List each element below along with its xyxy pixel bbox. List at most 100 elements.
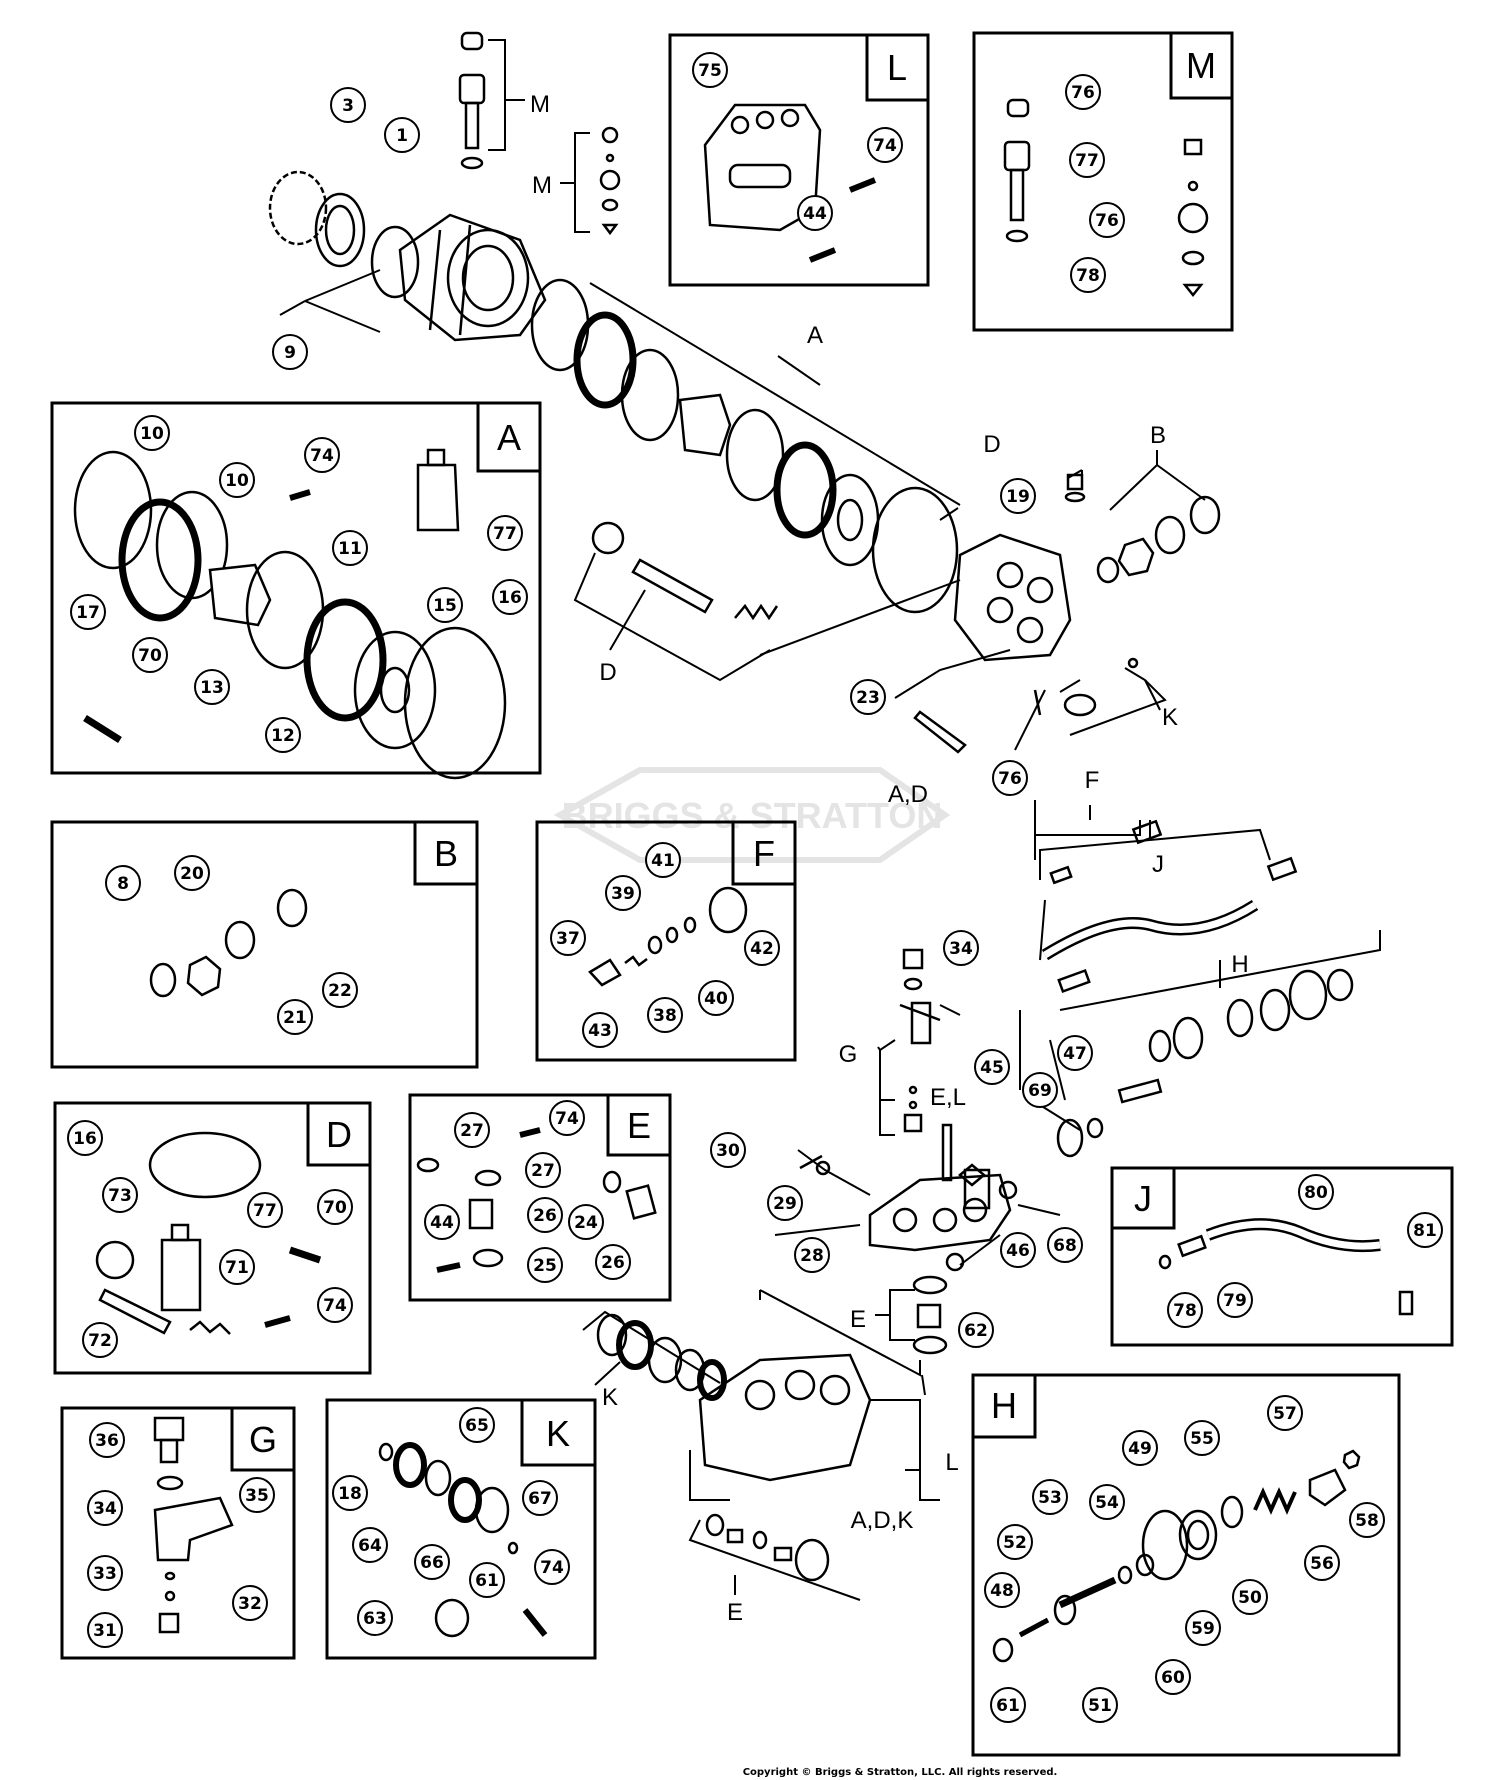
callout: 21 <box>277 999 313 1035</box>
callout-number: 26 <box>533 1206 557 1226</box>
callout-number: 55 <box>1190 1429 1214 1449</box>
callout-circle <box>82 1322 118 1358</box>
callout-circle <box>87 1490 123 1526</box>
box-D-letter: D <box>326 1114 352 1155</box>
callout: 78 <box>1167 1292 1203 1328</box>
box-J-letter: J <box>1134 1178 1152 1219</box>
group-tag-M-top: M <box>530 91 550 118</box>
box-A-letter: A <box>497 417 521 458</box>
box-F-letter: F <box>753 833 775 874</box>
part-drawings <box>73 31 1414 1663</box>
callout-number: 10 <box>140 424 164 444</box>
box-G-letter: G <box>249 1419 277 1460</box>
callout-circle <box>767 1185 803 1221</box>
callout: 76 <box>1089 202 1125 238</box>
callout-circle <box>67 1120 103 1156</box>
callout-circle <box>459 1407 495 1443</box>
group-tag-F: F <box>1085 767 1100 794</box>
box-L-letter: L <box>887 47 907 88</box>
callout: 70 <box>317 1189 353 1225</box>
callout-number: 19 <box>1006 487 1030 507</box>
callout: 37 <box>550 920 586 956</box>
callout: 33 <box>87 1555 123 1591</box>
callout-circle <box>102 1177 138 1213</box>
watermark-text: BRIGGS & STRATTON <box>562 795 943 836</box>
callout: 39 <box>605 875 641 911</box>
callout-circle <box>549 1100 585 1136</box>
callout-number: 43 <box>588 1021 612 1041</box>
callout-number: 3 <box>342 96 354 116</box>
callout: 22 <box>322 972 358 1008</box>
callout-number: 70 <box>323 1198 347 1218</box>
callout-number: 16 <box>73 1129 97 1149</box>
callout: 64 <box>352 1527 388 1563</box>
callout: 44 <box>424 1204 460 1240</box>
callout-circle <box>527 1197 563 1233</box>
callout: 59 <box>1185 1610 1221 1646</box>
callout-number: 10 <box>225 471 249 491</box>
callout-number: 38 <box>653 1006 677 1026</box>
callout: 31 <box>87 1612 123 1648</box>
callout-number: 40 <box>704 989 728 1009</box>
callout: 38 <box>647 997 683 1033</box>
callout-number: 15 <box>433 596 457 616</box>
callout-circle <box>534 1549 570 1585</box>
group-tag-L-low: L <box>945 1449 958 1476</box>
callout-circle <box>1267 1395 1303 1431</box>
callout-circle <box>317 1189 353 1225</box>
callout: 30 <box>710 1132 746 1168</box>
callout: 49 <box>1122 1430 1158 1466</box>
callout-number: 24 <box>574 1213 598 1233</box>
callout-number: 79 <box>1223 1291 1247 1311</box>
box-H-frame <box>971 1373 1401 1757</box>
callout: 42 <box>744 930 780 966</box>
callout-number: 49 <box>1128 1439 1152 1459</box>
callout-number: 76 <box>1071 83 1095 103</box>
callout-number: 17 <box>76 603 100 623</box>
callout: 20 <box>174 855 210 891</box>
callout-circle <box>322 972 358 1008</box>
callout-number: 73 <box>108 1186 132 1206</box>
callout-number: 1 <box>396 126 408 146</box>
callout-number: 56 <box>1310 1554 1334 1574</box>
box-H-letter: H <box>991 1385 1017 1426</box>
callout: 54 <box>1089 1484 1125 1520</box>
callout-number: 77 <box>253 1201 277 1221</box>
callout-number: 28 <box>800 1246 824 1266</box>
callout: 46 <box>1000 1232 1036 1268</box>
box-E-frame <box>408 1093 672 1302</box>
callout-circle <box>87 1555 123 1591</box>
callout-circle <box>1167 1292 1203 1328</box>
callout-number: 27 <box>531 1161 555 1181</box>
callout-number: 8 <box>117 874 129 894</box>
callout: 26 <box>527 1197 563 1233</box>
callout-circle <box>427 587 463 623</box>
callout-number: 30 <box>716 1141 740 1161</box>
group-tag-K: K <box>1162 704 1178 731</box>
callout-number: 45 <box>980 1058 1004 1078</box>
box-M-frame <box>972 31 1234 332</box>
callout-number: 67 <box>528 1489 552 1509</box>
callout-circle <box>492 579 528 615</box>
callout-number: 63 <box>363 1609 387 1629</box>
callout: 27 <box>454 1112 490 1148</box>
callout-number: 74 <box>555 1109 579 1129</box>
callout-circle <box>89 1422 125 1458</box>
callout: 69 <box>1022 1072 1058 1108</box>
callout-number: 18 <box>338 1484 362 1504</box>
callout-number: 44 <box>803 204 827 224</box>
copyright-notice: Copyright © Briggs & Stratton, LLC. All … <box>743 1767 1058 1778</box>
callout-number: 12 <box>271 726 295 746</box>
callout-circle <box>525 1152 561 1188</box>
callout-number: 33 <box>93 1564 117 1584</box>
callout: 73 <box>102 1177 138 1213</box>
callout-number: 74 <box>323 1296 347 1316</box>
callout: 43 <box>582 1012 618 1048</box>
callout: 67 <box>522 1480 558 1516</box>
callout-circle <box>1065 74 1101 110</box>
callout: 44 <box>797 195 833 231</box>
box-F-frame <box>535 820 797 1062</box>
callout: 70 <box>132 637 168 673</box>
callout-number: 50 <box>1238 1588 1262 1608</box>
callout-number: 77 <box>1075 151 1099 171</box>
